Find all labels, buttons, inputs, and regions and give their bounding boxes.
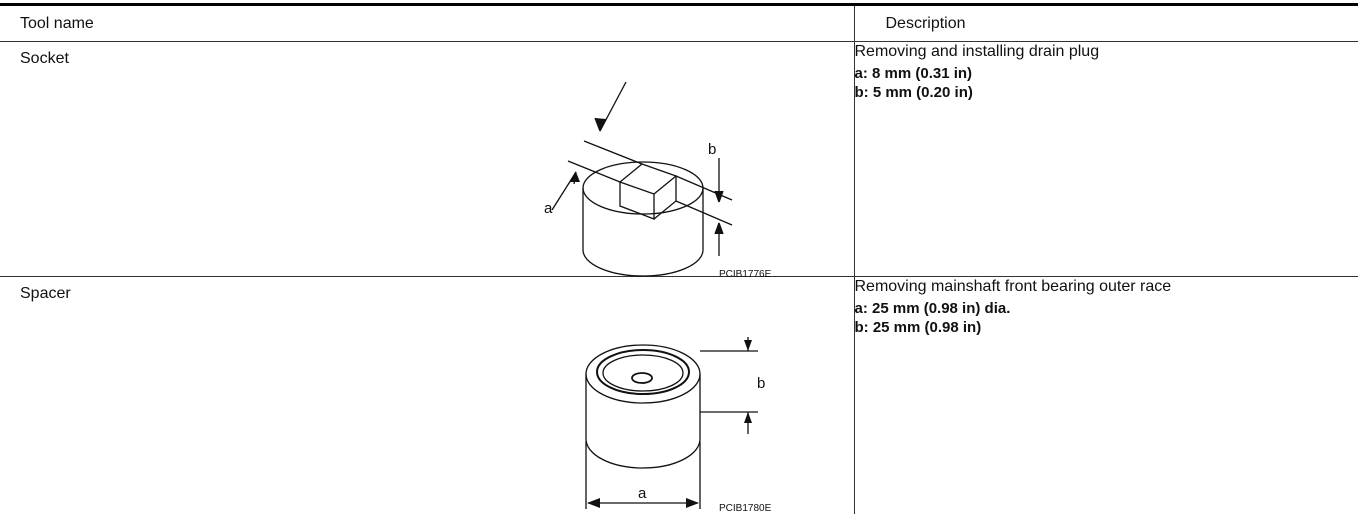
socket-dim-label-a: a	[544, 200, 553, 217]
tool-cell-socket: Socket	[0, 42, 854, 277]
header-description: Description	[854, 5, 1358, 42]
tool-name-spacer: Spacer	[20, 284, 71, 304]
description-socket: Removing and installing drain plug	[855, 42, 1358, 62]
table-header-row: Tool name Description	[0, 5, 1358, 42]
description-spacer: Removing mainshaft front bearing outer r…	[855, 277, 1358, 297]
tool-cell-spacer: Spacer	[0, 277, 854, 515]
spec-socket-b: b: 5 mm (0.20 in)	[855, 83, 1358, 102]
special-tools-table: Tool name Description Socket	[0, 3, 1358, 514]
spec-spacer-b: b: 25 mm (0.98 in)	[855, 318, 1358, 337]
spacer-dim-label-b: b	[757, 375, 765, 392]
socket-illustration: a b PCIB1776E	[530, 78, 820, 278]
socket-dim-label-b: b	[708, 141, 716, 158]
table-row: Spacer	[0, 277, 1358, 515]
spec-spacer-a: a: 25 mm (0.98 in) dia.	[855, 299, 1358, 318]
tool-name-socket: Socket	[20, 49, 69, 69]
description-cell-spacer: Removing mainshaft front bearing outer r…	[854, 277, 1358, 515]
header-tool-name: Tool name	[0, 5, 854, 42]
spacer-illustration: b a PCIB1780E	[560, 337, 820, 515]
spacer-figure-code: PCIB1780E	[719, 503, 772, 514]
table-row: Socket	[0, 42, 1358, 277]
spacer-dim-label-a: a	[638, 485, 647, 502]
description-cell-socket: Removing and installing drain plug a: 8 …	[854, 42, 1358, 277]
spec-socket-a: a: 8 mm (0.31 in)	[855, 64, 1358, 83]
